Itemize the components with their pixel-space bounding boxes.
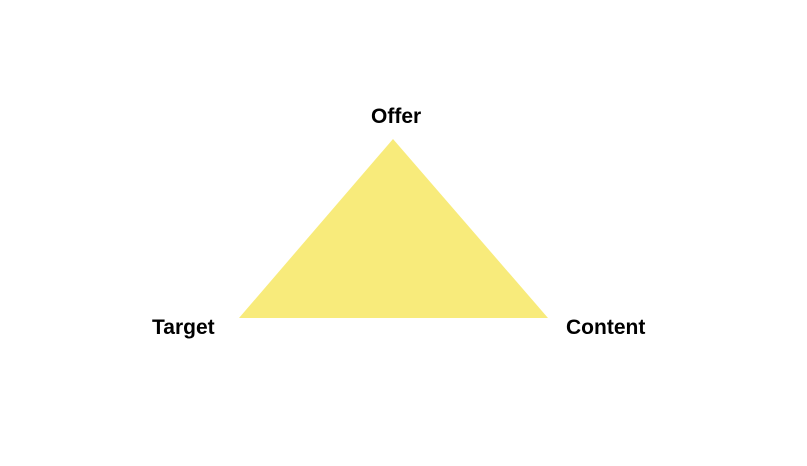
label-content: Content [566,316,646,339]
label-offer: Offer [371,105,422,128]
yellow-triangle [239,139,548,318]
label-target: Target [152,316,215,339]
